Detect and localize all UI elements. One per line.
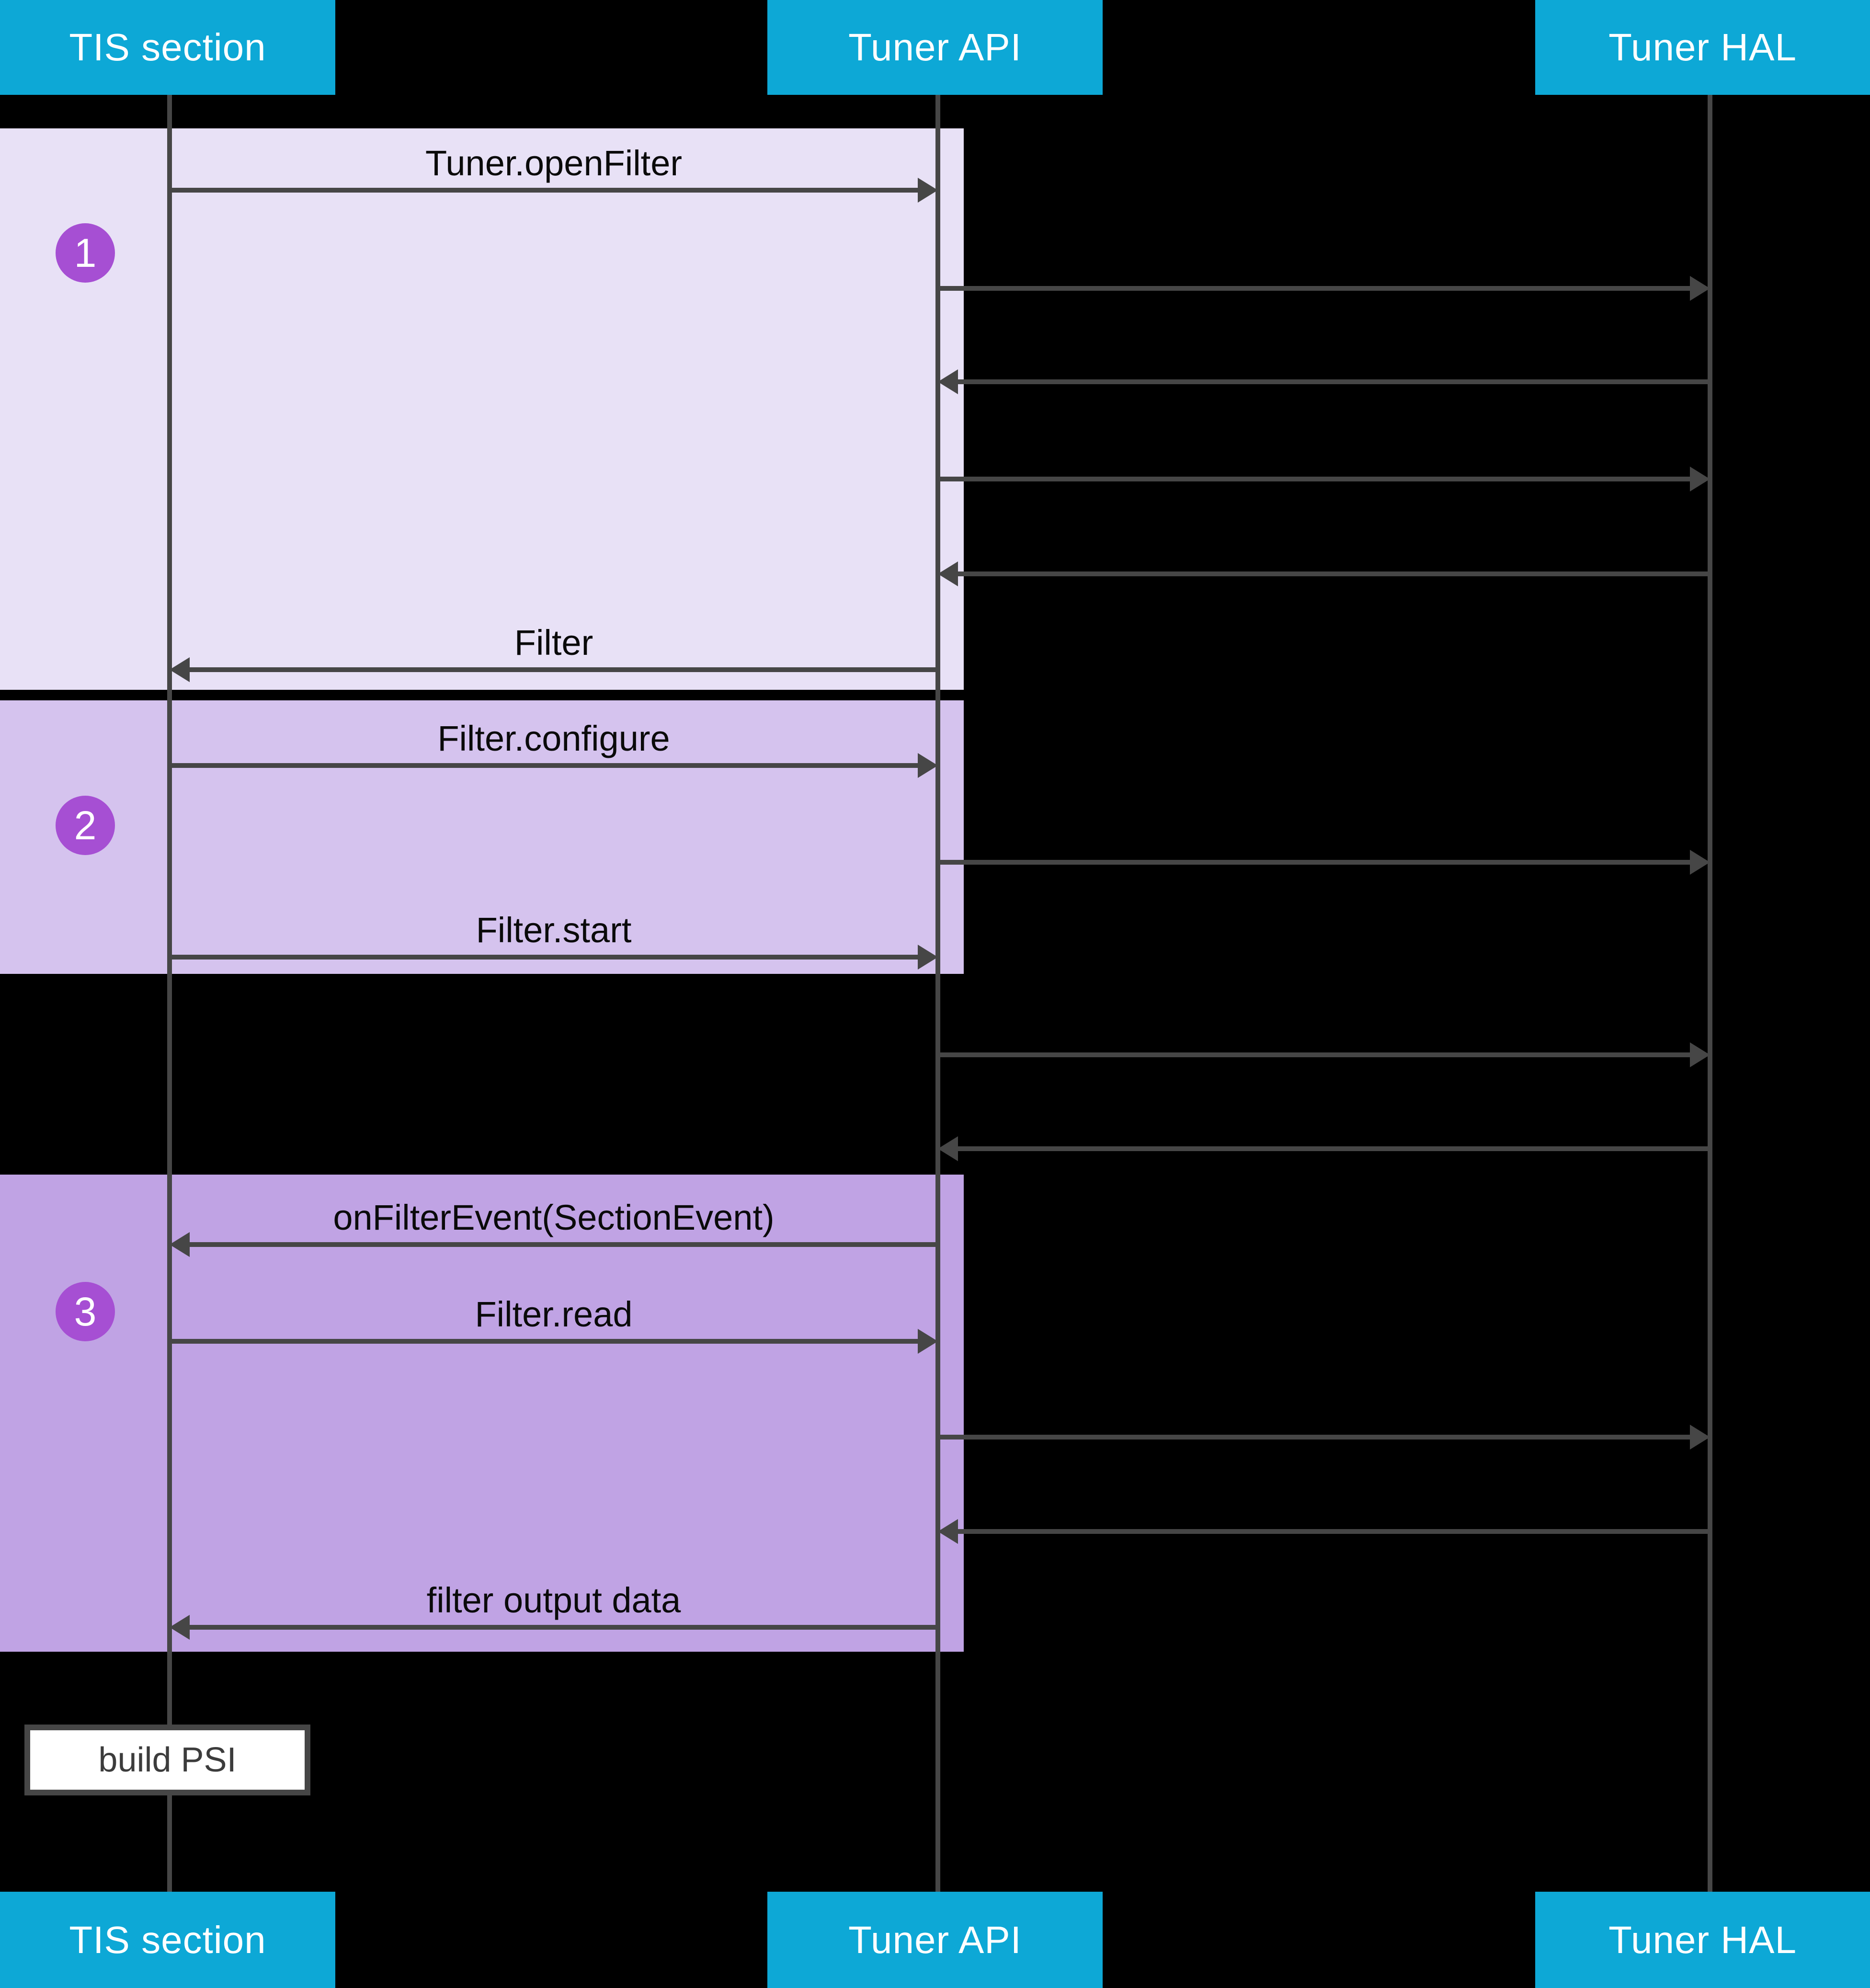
note-build-psi: build PSI — [24, 1725, 310, 1795]
message-arrow-0 — [170, 188, 920, 193]
message-arrow-14 — [956, 1529, 1710, 1534]
message-label: filter output data — [426, 1580, 681, 1620]
message-arrow-7 — [938, 860, 1692, 865]
message-arrow-10 — [956, 1146, 1710, 1151]
section-highlight-1 — [0, 128, 964, 690]
step-badge-3: 3 — [56, 1282, 115, 1341]
arrowhead-right-icon — [1690, 467, 1710, 491]
message-label: onFilterEvent(SectionEvent) — [333, 1198, 775, 1237]
message-label: Filter — [514, 623, 593, 663]
message-arrow-5 — [188, 667, 938, 672]
lifeline-tis — [167, 95, 172, 1892]
arrowhead-right-icon — [1690, 1042, 1710, 1067]
message-arrow-8 — [170, 955, 920, 960]
step-badge-1: 1 — [56, 223, 115, 283]
arrowhead-left-icon — [170, 1615, 190, 1640]
message-arrow-3 — [938, 477, 1692, 481]
message-arrow-1 — [938, 286, 1692, 291]
participant-header-api-top: Tuner API — [767, 0, 1103, 95]
arrowhead-left-icon — [170, 657, 190, 682]
message-arrow-9 — [938, 1052, 1692, 1057]
participant-header-api-bottom: Tuner API — [767, 1892, 1103, 1988]
arrowhead-left-icon — [170, 1232, 190, 1257]
message-label: Filter.configure — [437, 719, 670, 758]
arrowhead-right-icon — [1690, 850, 1710, 875]
message-arrow-13 — [938, 1435, 1692, 1440]
lifeline-hal — [1708, 95, 1712, 1892]
message-label: Tuner.openFilter — [425, 143, 683, 183]
message-arrow-4 — [956, 571, 1710, 576]
participant-header-hal-bottom: Tuner HAL — [1535, 1892, 1870, 1988]
section-highlight-2 — [0, 700, 964, 974]
participant-header-hal-top: Tuner HAL — [1535, 0, 1870, 95]
arrowhead-right-icon — [918, 753, 938, 778]
message-arrow-12 — [170, 1339, 920, 1344]
message-label: Filter.read — [475, 1294, 633, 1334]
arrowhead-left-icon — [938, 369, 958, 394]
lifeline-api — [935, 95, 940, 1892]
arrowhead-right-icon — [918, 178, 938, 203]
participant-header-tis-bottom: TIS section — [0, 1892, 335, 1988]
arrowhead-right-icon — [918, 945, 938, 970]
arrowhead-right-icon — [918, 1329, 938, 1354]
message-arrow-6 — [170, 763, 920, 768]
message-arrow-2 — [956, 379, 1710, 384]
section-highlight-3 — [0, 1175, 964, 1652]
step-badge-2: 2 — [56, 796, 115, 855]
arrowhead-left-icon — [938, 1519, 958, 1544]
arrowhead-left-icon — [938, 561, 958, 586]
arrowhead-left-icon — [938, 1136, 958, 1161]
arrowhead-right-icon — [1690, 1425, 1710, 1450]
participant-header-tis-top: TIS section — [0, 0, 335, 95]
note-label: build PSI — [98, 1741, 237, 1779]
arrowhead-right-icon — [1690, 276, 1710, 301]
message-label: Filter.start — [476, 910, 632, 950]
message-arrow-15 — [188, 1625, 938, 1630]
message-arrow-11 — [188, 1242, 938, 1247]
